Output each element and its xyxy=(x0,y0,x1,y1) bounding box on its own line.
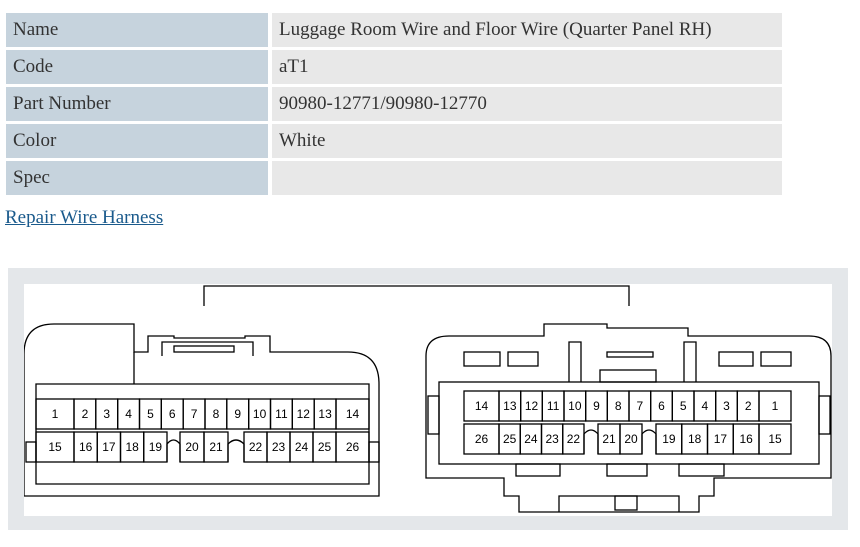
pin-number: 4 xyxy=(125,407,132,421)
pin-number: 6 xyxy=(169,407,176,421)
pin-number: 24 xyxy=(295,440,309,454)
key-slot xyxy=(583,429,599,454)
pin-number: 21 xyxy=(209,440,223,454)
pin-number: 11 xyxy=(547,399,560,413)
pin-number: 26 xyxy=(346,440,360,454)
pin-number: 3 xyxy=(723,399,730,413)
pin-cell xyxy=(335,398,370,430)
pin-number: 24 xyxy=(524,432,538,446)
info-row-value: Luggage Room Wire and Floor Wire (Quarte… xyxy=(272,13,782,47)
pin-cell xyxy=(758,423,792,455)
key-slot xyxy=(641,429,657,454)
pin-number: 23 xyxy=(272,440,286,454)
pin-number: 19 xyxy=(149,440,163,454)
info-row-label: Color xyxy=(6,124,272,158)
pin-number: 9 xyxy=(234,407,241,421)
pin-number: 5 xyxy=(147,407,154,421)
pin-number: 16 xyxy=(79,440,93,454)
pin-number: 2 xyxy=(82,407,89,421)
pin-number: 14 xyxy=(346,407,360,421)
pin-number: 20 xyxy=(185,440,199,454)
info-row-value xyxy=(272,161,782,195)
pin-number: 13 xyxy=(503,399,517,413)
pin-number: 5 xyxy=(680,399,687,413)
pin-number: 10 xyxy=(253,407,267,421)
pin-number: 1 xyxy=(52,407,59,421)
pin-number: 25 xyxy=(318,440,332,454)
pin-number: 15 xyxy=(48,440,62,454)
repair-wire-harness-link[interactable]: Repair Wire Harness xyxy=(5,207,164,228)
pin-number: 25 xyxy=(503,432,517,446)
pin-number: 22 xyxy=(567,432,581,446)
pin-number: 15 xyxy=(768,432,782,446)
pin-number: 17 xyxy=(714,432,728,446)
left-connector-body xyxy=(24,323,380,497)
pin-number: 9 xyxy=(593,399,600,413)
pin-number: 7 xyxy=(636,399,643,413)
pin-number: 4 xyxy=(701,399,708,413)
pin-number: 12 xyxy=(525,399,539,413)
pin-cell xyxy=(335,431,370,463)
key-slot xyxy=(166,439,181,462)
pin-number: 20 xyxy=(624,432,638,446)
info-row-value: White xyxy=(272,124,782,158)
pin-number: 23 xyxy=(545,432,559,446)
pin-cell xyxy=(758,390,792,422)
pin-number: 8 xyxy=(615,399,622,413)
pin-number: 12 xyxy=(297,407,311,421)
pin-number: 7 xyxy=(191,407,198,421)
pin-number: 18 xyxy=(688,432,702,446)
pin-number: 6 xyxy=(658,399,665,413)
connector-pair-bracket xyxy=(203,285,630,306)
right-connector-body xyxy=(425,323,832,513)
info-row-label: Part Number xyxy=(6,87,272,121)
pin-number: 26 xyxy=(475,432,489,446)
pin-number: 18 xyxy=(125,440,139,454)
info-row-label: Name xyxy=(6,13,272,47)
pin-number: 8 xyxy=(213,407,220,421)
pin-number: 21 xyxy=(602,432,616,446)
pin-number: 2 xyxy=(745,399,752,413)
pin-number: 10 xyxy=(568,399,582,413)
info-row-value: aT1 xyxy=(272,50,782,84)
pin-number: 1 xyxy=(772,399,779,413)
pin-number: 13 xyxy=(318,407,332,421)
info-row-label: Code xyxy=(6,50,272,84)
key-slot xyxy=(227,439,245,462)
pin-number: 19 xyxy=(662,432,676,446)
info-row-value: 90980-12771/90980-12770 xyxy=(272,87,782,121)
pin-number: 17 xyxy=(102,440,116,454)
pin-number: 11 xyxy=(275,407,288,421)
pin-number: 14 xyxy=(475,399,489,413)
info-row-label: Spec xyxy=(6,161,272,195)
pin-number: 3 xyxy=(103,407,110,421)
pin-number: 16 xyxy=(739,432,753,446)
info-row: Spec xyxy=(6,161,782,195)
pin-number: 22 xyxy=(249,440,263,454)
